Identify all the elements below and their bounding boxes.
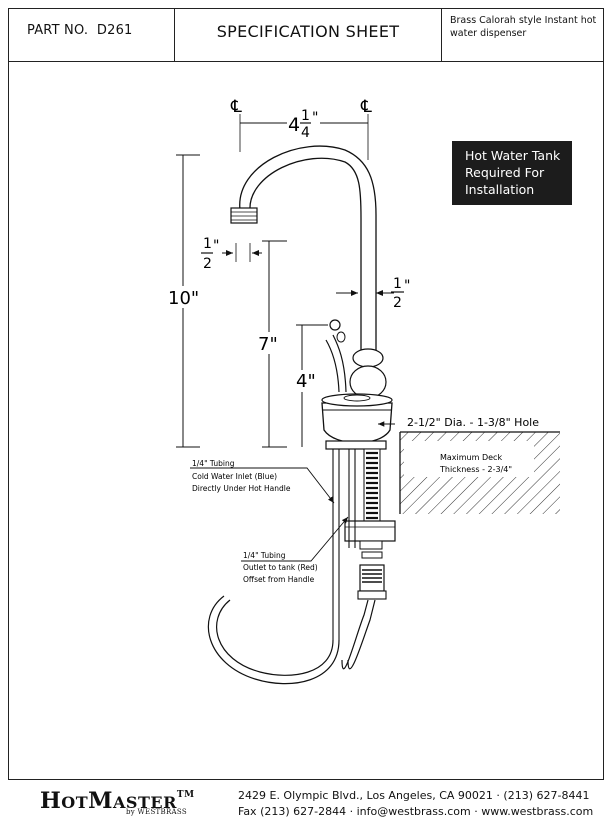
part-number: PART NO. D261 [27,23,133,38]
spread-unit: " [312,110,318,126]
handle-lever-front [332,334,347,393]
logo-tm: TM [176,790,195,800]
sheet-title: SPECIFICATION SHEET [216,22,400,41]
inlet-callout-line1: 1/4" Tubing [192,459,235,468]
header-table: PART NO. D261 SPECIFICATION SHEET Brass … [8,8,604,62]
title-cell: SPECIFICATION SHEET [175,9,442,61]
centerline-left-symbol: ℄ [230,97,242,117]
inlet-callout-line2: Cold Water Inlet (Blue) [192,472,277,481]
handle-lever-back [325,339,340,393]
mounting-bracket [344,520,396,542]
part-number-cell: PART NO. D261 [9,9,175,61]
inlet-leader [190,467,335,504]
height-total-label-bg [168,286,198,308]
part-number-label: PART NO. [27,23,89,38]
spread-whole: 4 [288,114,300,136]
fitting-nut [357,590,387,600]
base-top-inner [343,394,371,402]
logo-m: M [88,788,113,814]
deck-label-bg [404,441,534,477]
spout-half-unit: " [213,238,219,254]
outlet-leader [241,516,349,562]
note-line-1: Hot Water Tank [465,148,561,163]
description-cell: Brass Calorah style Instant hot water di… [442,9,603,61]
footer-address: 2429 E. Olympic Blvd., Los Angeles, CA 9… [238,789,590,802]
aerator [230,207,258,224]
spout-inner-outline [249,157,362,355]
drawing-frame [8,62,604,780]
logo-byline: by WESTBRASS [126,808,187,816]
loop-tube-inner [207,595,340,685]
handle-knob [329,319,341,331]
product-description: Brass Calorah style Instant hot water di… [450,15,597,39]
fitting-threads [362,569,382,583]
part-number-value: D261 [96,23,133,38]
handle-neck [336,331,346,343]
spout-half-num: 1 [203,236,212,252]
body-collar [352,348,384,368]
height-handle-label: 4" [296,371,316,392]
hotmaster-logo: HOTMASTERTM [40,788,195,814]
centerline-right-symbol: ℄ [360,97,372,117]
loop-tube-outer [216,599,334,676]
outlet-callout-line2: Outlet to tank (Red) [243,563,318,572]
inlet-callout-line3: Directly Under Hot Handle [192,484,291,493]
outlet-callout-line1: 1/4" Tubing [243,551,286,560]
hole-label-bg [405,413,535,429]
height-spout-label-bg [256,332,282,354]
note-line-3: Installation [465,182,535,197]
deck-callout-line2: Thickness - 2-3/4" [439,465,512,474]
logo-aster: ASTER [113,793,177,812]
body-ball [349,365,387,399]
hole-callout: 2-1/2" Dia. - 1-3/8" Hole [407,416,539,429]
logo-ot: OT [61,793,89,812]
logo-h: H [40,788,62,814]
spout-outer-outline [239,145,377,355]
spread-frac-num: 1 [301,108,310,124]
note-line-2: Required For [465,165,545,180]
hot-water-tank-note: Hot Water Tank Required For Installation [452,141,572,205]
base-gasket [325,440,387,450]
body-half-unit: " [404,278,410,294]
height-handle-label-bg [294,370,318,392]
spout-half-den: 2 [203,256,212,272]
faucet-base [321,402,393,444]
outlet-callout-line3: Offset from Handle [243,575,315,584]
body-half-num: 1 [393,276,402,292]
outlet-loop-tube-b [341,599,369,670]
height-spout-label: 7" [258,334,278,355]
footer-contact: Fax (213) 627-2844 · info@westbrass.com … [238,805,594,818]
outlet-loop-tube-a [347,599,376,670]
body-half-den: 2 [393,295,402,311]
footer: HOTMASTERTM by WESTBRASS 2429 E. Olympic… [8,786,604,818]
deck-callout-line1: Maximum Deck [440,453,502,462]
fitting-washer [361,551,383,559]
height-total-label: 10" [168,288,199,309]
mounting-nut [359,540,383,550]
spread-frac-den: 4 [301,125,310,141]
